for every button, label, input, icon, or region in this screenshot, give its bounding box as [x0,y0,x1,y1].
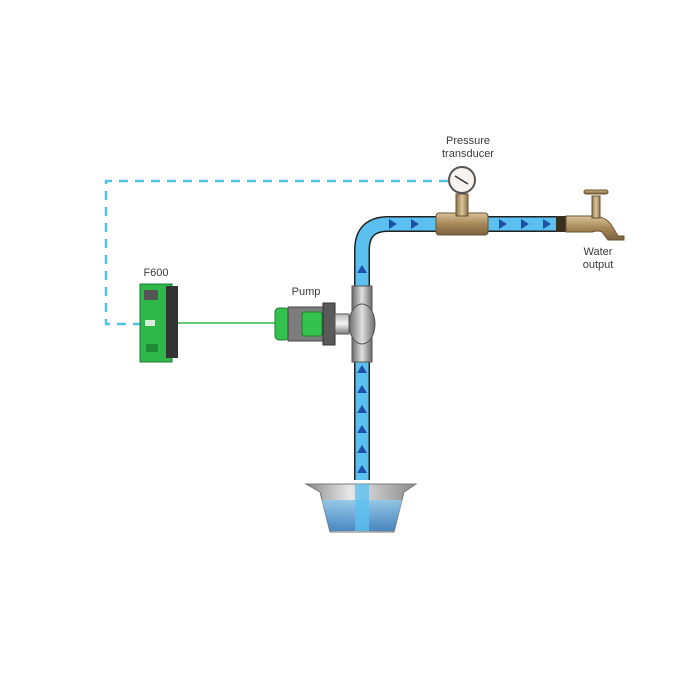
flow-arrow [357,465,367,473]
pump-label: Pump [291,286,321,298]
drive-label: F600 [143,267,169,279]
label-line: output [582,259,614,271]
flow-arrow [357,425,367,433]
flow-arrow [357,365,367,373]
flow-arrow [411,219,419,229]
flow-arrow [389,219,397,229]
flow-arrow [521,219,529,229]
label-line: Water [583,246,613,258]
pressure-transducer-label: Pressure transducer [432,135,504,161]
pressure-transducer [435,166,489,236]
water-output-label: Water output [572,246,624,272]
flow-arrow [357,385,367,393]
label-line: transducer [442,148,494,160]
label-line: Pressure [445,135,491,147]
flow-arrow [357,405,367,413]
flow-arrows [357,219,551,473]
signal-cable [104,179,448,326]
water-pipe [354,216,560,480]
f600-drive [139,283,178,363]
flow-arrow [543,219,551,229]
pump [274,285,376,363]
flow-arrow [357,265,367,273]
flow-arrow [499,219,507,229]
water-tap [556,189,625,241]
water-basin [304,483,418,533]
flow-arrow [357,445,367,453]
